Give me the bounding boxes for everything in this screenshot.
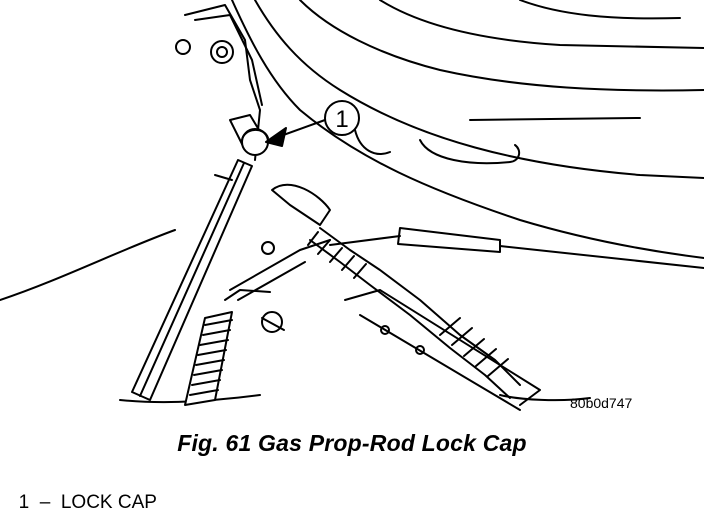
latch-linkage xyxy=(229,239,331,333)
legend-text: LOCK CAP xyxy=(60,492,157,513)
release-cable xyxy=(271,183,704,399)
hinge-spring xyxy=(184,289,271,406)
radiator-support xyxy=(344,289,591,411)
hinge-bracket xyxy=(175,4,263,161)
legend-number: 1 xyxy=(18,492,30,513)
legend-dash: – xyxy=(39,492,51,513)
body-line xyxy=(0,229,176,301)
figure-caption: Fig. 61 Gas Prop-Rod Lock Cap xyxy=(177,430,527,456)
prop-rod-illustration: 1 80b0d747 xyxy=(0,0,704,411)
gas-prop-rod xyxy=(119,159,261,404)
callout-circle xyxy=(324,100,360,136)
callout-leader xyxy=(265,119,326,147)
figure-code: 80b0d747 xyxy=(570,395,633,411)
lock-cap xyxy=(241,128,269,156)
legend: 1 – LOCK CAP xyxy=(8,470,157,514)
callout-number: 1 xyxy=(335,106,348,133)
hood-panel xyxy=(231,0,704,259)
